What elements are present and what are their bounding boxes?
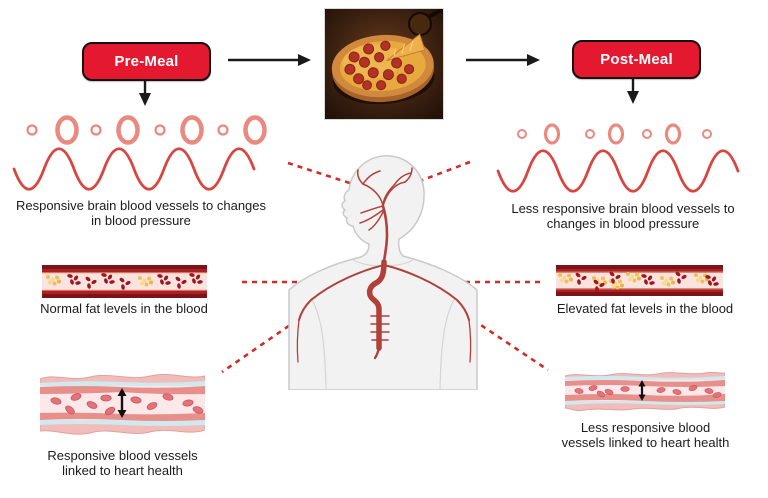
- pizza-image: [324, 8, 444, 120]
- post-meal-button: Post-Meal: [572, 40, 701, 79]
- fat-left-caption: Normal fat levels in the blood: [40, 301, 208, 316]
- brain-right-caption: Less responsive brain blood vessels to c…: [511, 201, 735, 232]
- arrow-right-icon: [228, 54, 311, 66]
- arrow-down-icon: [627, 77, 639, 104]
- fat-right-caption: Elevated fat levels in the blood: [556, 301, 734, 316]
- brain-left-caption: Responsive brain blood vessels to change…: [15, 198, 267, 229]
- artery-wall-icon: [556, 265, 723, 296]
- double-arrow-icon: [117, 388, 127, 418]
- pre-meal-label: Pre-Meal: [114, 53, 179, 70]
- vessel-rings-icon: [517, 123, 712, 145]
- blood-vessel-cross-section-icon: [565, 371, 725, 412]
- pulse-wave-icon: [496, 149, 740, 193]
- heart-left-caption: Responsive blood vessels linked to heart…: [47, 448, 198, 479]
- heart-right-caption: Less responsive blood vessels linked to …: [561, 420, 730, 451]
- blood-vessel-cross-section-icon: [40, 373, 205, 435]
- artery-wall-icon: [42, 265, 207, 298]
- double-arrow-icon: [638, 380, 646, 401]
- arrow-down-icon: [139, 79, 151, 106]
- vessel-rings-icon: [26, 115, 267, 145]
- pulse-wave-icon: [12, 147, 256, 191]
- human-vascular-figure: [288, 155, 478, 390]
- pizza-cutter-icon: [408, 9, 443, 36]
- arrow-right-icon: [466, 54, 540, 66]
- post-meal-label: Post-Meal: [600, 51, 673, 68]
- pre-meal-button: Pre-Meal: [82, 42, 211, 81]
